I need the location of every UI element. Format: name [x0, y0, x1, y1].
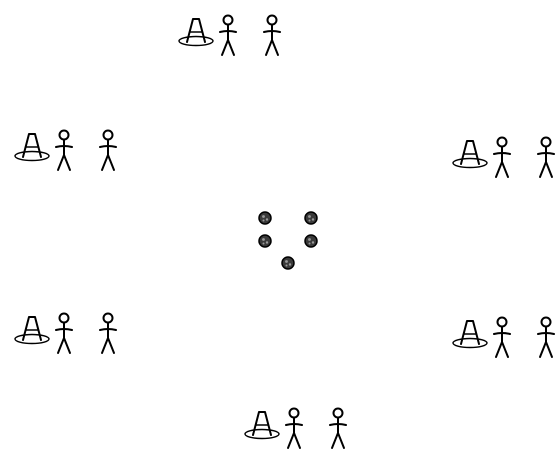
ball-icon	[305, 212, 317, 224]
stick-figure-icon	[494, 138, 510, 178]
ball-icon	[305, 235, 317, 247]
stick-figure-icon	[538, 318, 554, 358]
stick-figure-icon	[286, 409, 302, 449]
cone-icon	[245, 412, 279, 439]
stations-layer	[15, 16, 554, 449]
stick-figure-icon	[494, 318, 510, 358]
stick-figure-icon	[56, 314, 72, 354]
station-4	[15, 314, 116, 354]
station-6	[245, 409, 346, 449]
stick-figure-icon	[330, 409, 346, 449]
ball-icon	[282, 257, 294, 269]
ball-cluster	[259, 212, 317, 269]
ball-icon	[259, 235, 271, 247]
cone-icon	[453, 321, 487, 348]
stick-figure-icon	[220, 16, 236, 56]
station-5	[453, 318, 554, 358]
stick-figure-icon	[100, 314, 116, 354]
stick-figure-icon	[538, 138, 554, 178]
cone-icon	[179, 19, 213, 46]
station-3	[453, 138, 554, 178]
stick-figure-icon	[264, 16, 280, 56]
ball-icon	[259, 212, 271, 224]
station-2	[15, 131, 116, 171]
stick-figure-icon	[100, 131, 116, 171]
station-1	[179, 16, 280, 56]
stick-figure-icon	[56, 131, 72, 171]
cone-icon	[15, 134, 49, 161]
cone-icon	[15, 317, 49, 344]
cone-icon	[453, 141, 487, 168]
